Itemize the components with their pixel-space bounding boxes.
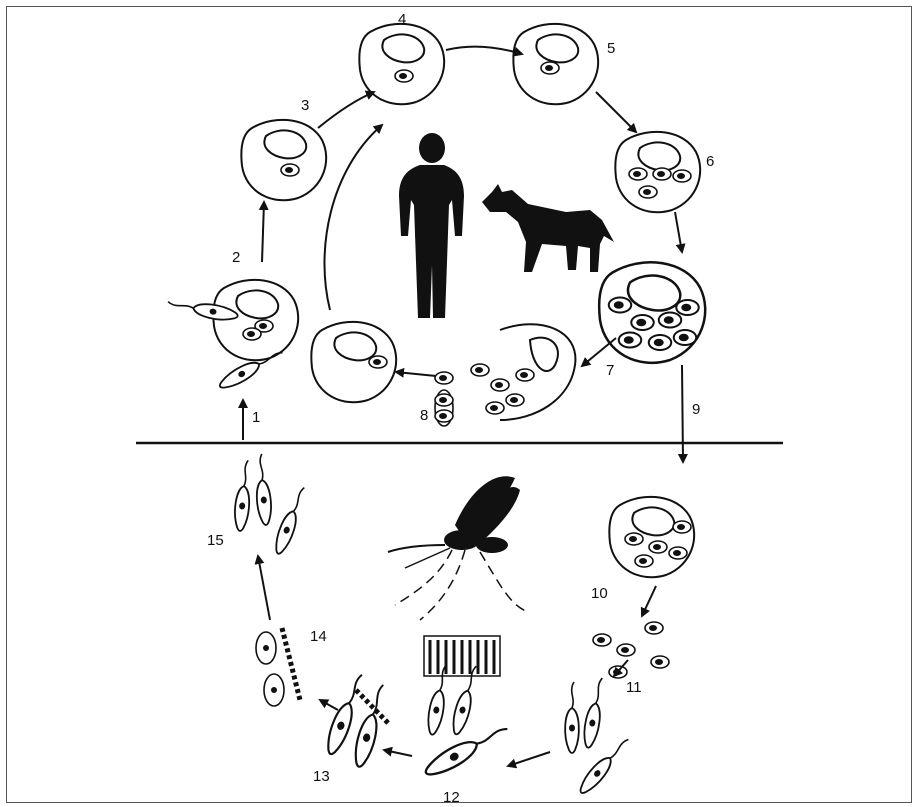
stage-label-13: 13 [313, 768, 330, 785]
stage-label-9: 9 [692, 401, 700, 418]
stage-label-7: 7 [606, 362, 614, 379]
stage-6-cell [615, 132, 700, 212]
stage-label-14: 14 [310, 628, 327, 645]
stage-8-amastigotes [435, 372, 453, 426]
stage-11-promastigotes [565, 677, 632, 797]
stage-12-promastigotes [422, 664, 511, 781]
stage-label-4: 4 [398, 11, 406, 28]
stage-label-12: 12 [443, 789, 460, 806]
stage-label-2: 2 [232, 249, 240, 266]
stage-7-ruptured-cell [471, 324, 575, 420]
stage-label-1: 1 [252, 409, 260, 426]
stage-13-promastigotes [323, 671, 390, 769]
stage-label-3: 3 [301, 97, 309, 114]
human-host-icon [399, 133, 464, 318]
stage-3-cell [241, 120, 326, 200]
stage-10-cell [609, 497, 694, 577]
stage-14-promastigotes [256, 628, 300, 706]
sandfly-vector-icon [388, 476, 528, 620]
stage-12-gut-wall [424, 636, 500, 676]
stage-8-host-cell [311, 322, 396, 402]
stage-15-metacyclic-promastigotes [233, 454, 309, 556]
stage-label-8: 8 [420, 407, 428, 424]
stage-label-11: 11 [626, 679, 642, 696]
stage-5-cell [513, 24, 598, 104]
stage-7-cell [599, 262, 705, 363]
stage-11-amastigotes [593, 622, 669, 678]
dog-host-icon [482, 184, 614, 272]
stage-label-15: 15 [207, 532, 224, 549]
stage-label-6: 6 [706, 153, 714, 170]
stage-label-5: 5 [607, 40, 615, 57]
stage-label-10: 10 [591, 585, 608, 602]
